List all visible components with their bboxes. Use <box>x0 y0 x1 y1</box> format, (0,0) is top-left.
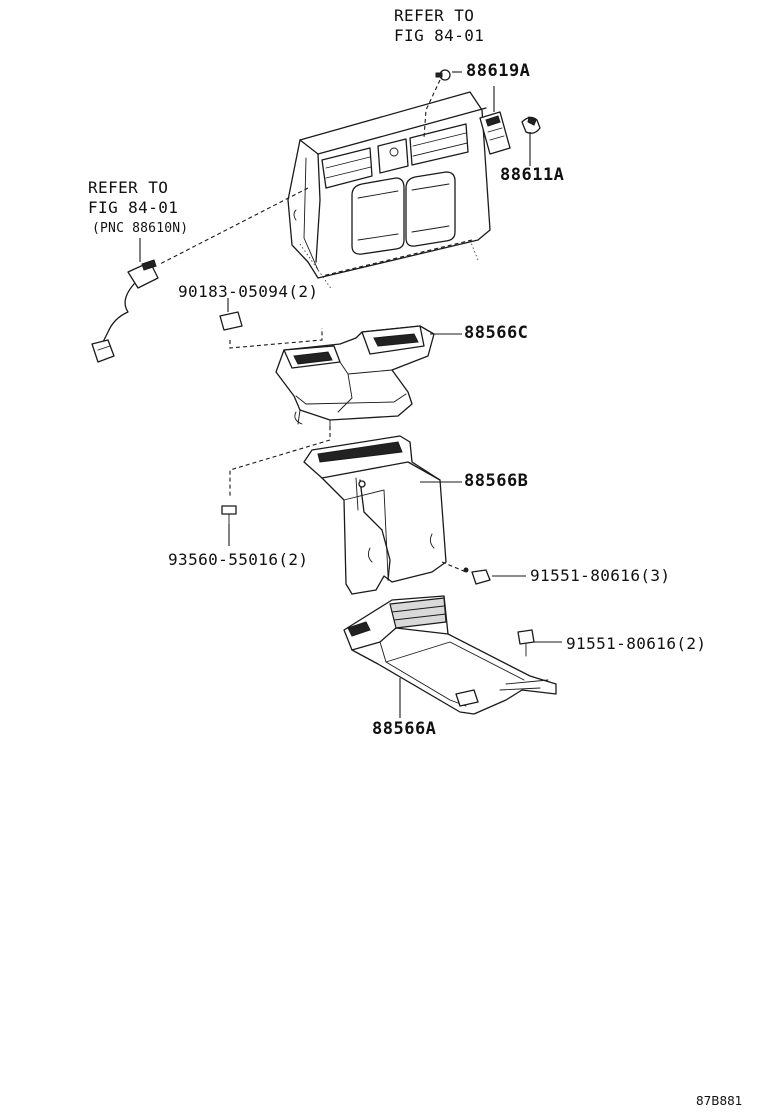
left-refer-line2: FIG 84-01 <box>88 198 179 217</box>
label-88611a: 88611A <box>500 165 565 185</box>
top-refer-line1: REFER TO <box>394 6 475 25</box>
duct-88566b-part <box>221 426 462 595</box>
label-90183-05094: 90183-05094(2) <box>178 282 319 301</box>
bolt-91551-3-part <box>441 561 526 585</box>
label-91551-80616-2: 91551-80616(2) <box>566 634 707 653</box>
switch-plate-88619a <box>479 86 511 155</box>
center-panel-assembly <box>287 79 491 291</box>
duct-88566c-part <box>219 298 462 431</box>
left-refer-line1: REFER TO <box>88 178 169 197</box>
label-88566b: 88566B <box>464 471 529 491</box>
label-88566a: 88566A <box>372 719 437 739</box>
label-88566c: 88566C <box>464 323 529 343</box>
top-refer-line2: FIG 84-01 <box>394 26 485 45</box>
sensor-harness-part <box>91 187 309 363</box>
label-93560-55016: 93560-55016(2) <box>168 550 309 569</box>
figure-code: 87B881 <box>696 1094 743 1108</box>
duct-88566a-part <box>343 595 562 718</box>
knob-88611a-part <box>521 116 541 166</box>
clip-88619a-part <box>435 69 462 81</box>
label-91551-80616-3: 91551-80616(3) <box>530 566 671 585</box>
label-88619a: 88619A <box>466 61 531 81</box>
left-refer-pnc: (PNC 88610N) <box>92 221 189 236</box>
